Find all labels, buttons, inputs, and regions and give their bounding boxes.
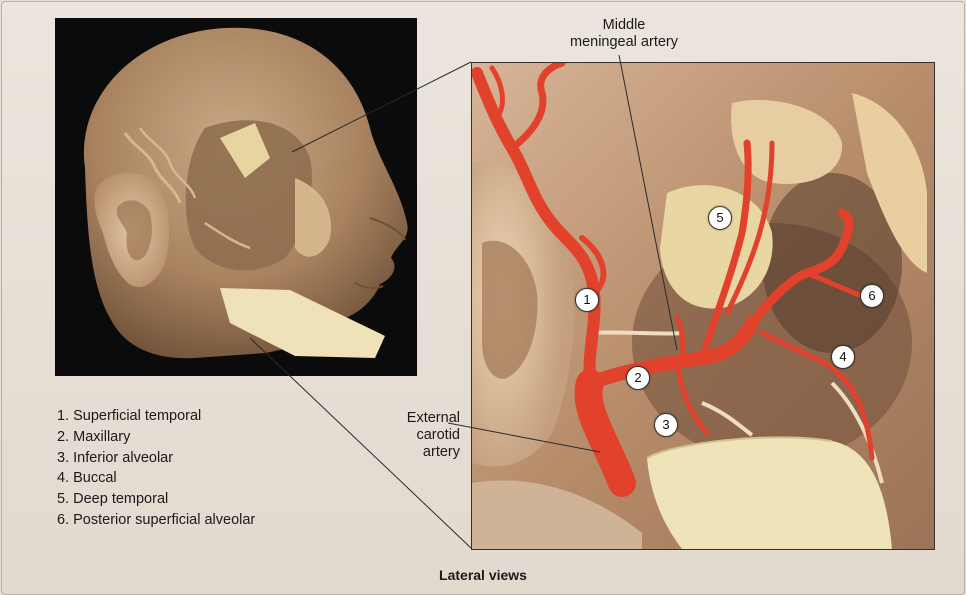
marker-5: 5 — [708, 206, 732, 230]
legend-item: 2. Maxillary — [57, 428, 131, 445]
legend-list: 1. Superficial temporal 2. Maxillary 3. … — [57, 406, 255, 531]
legend-item: 3. Inferior alveolar — [57, 449, 174, 466]
label-external-carotid-artery: External carotid artery — [368, 410, 460, 461]
legend-item: 4. Buccal — [57, 470, 117, 487]
marker-2: 2 — [626, 366, 650, 390]
marker-3: 3 — [654, 413, 678, 437]
marker-6: 6 — [860, 284, 884, 308]
label-line: carotid — [416, 427, 460, 443]
label-line: External — [406, 410, 460, 426]
label-line: Middle — [602, 17, 646, 33]
figure-caption: Lateral views — [439, 567, 527, 583]
label-line: artery — [422, 444, 460, 460]
legend-item: 1. Superficial temporal — [57, 408, 202, 424]
dissection-photo — [471, 62, 935, 550]
legend-item: 5. Deep temporal — [57, 491, 169, 508]
marker-4: 4 — [831, 345, 855, 369]
marker-1: 1 — [575, 288, 599, 312]
legend-item: 6. Posterior superficial alveolar — [57, 511, 256, 528]
label-line: meningeal artery — [570, 34, 678, 50]
head-photo — [55, 18, 417, 376]
label-middle-meningeal-artery: Middle meningeal artery — [548, 17, 700, 51]
